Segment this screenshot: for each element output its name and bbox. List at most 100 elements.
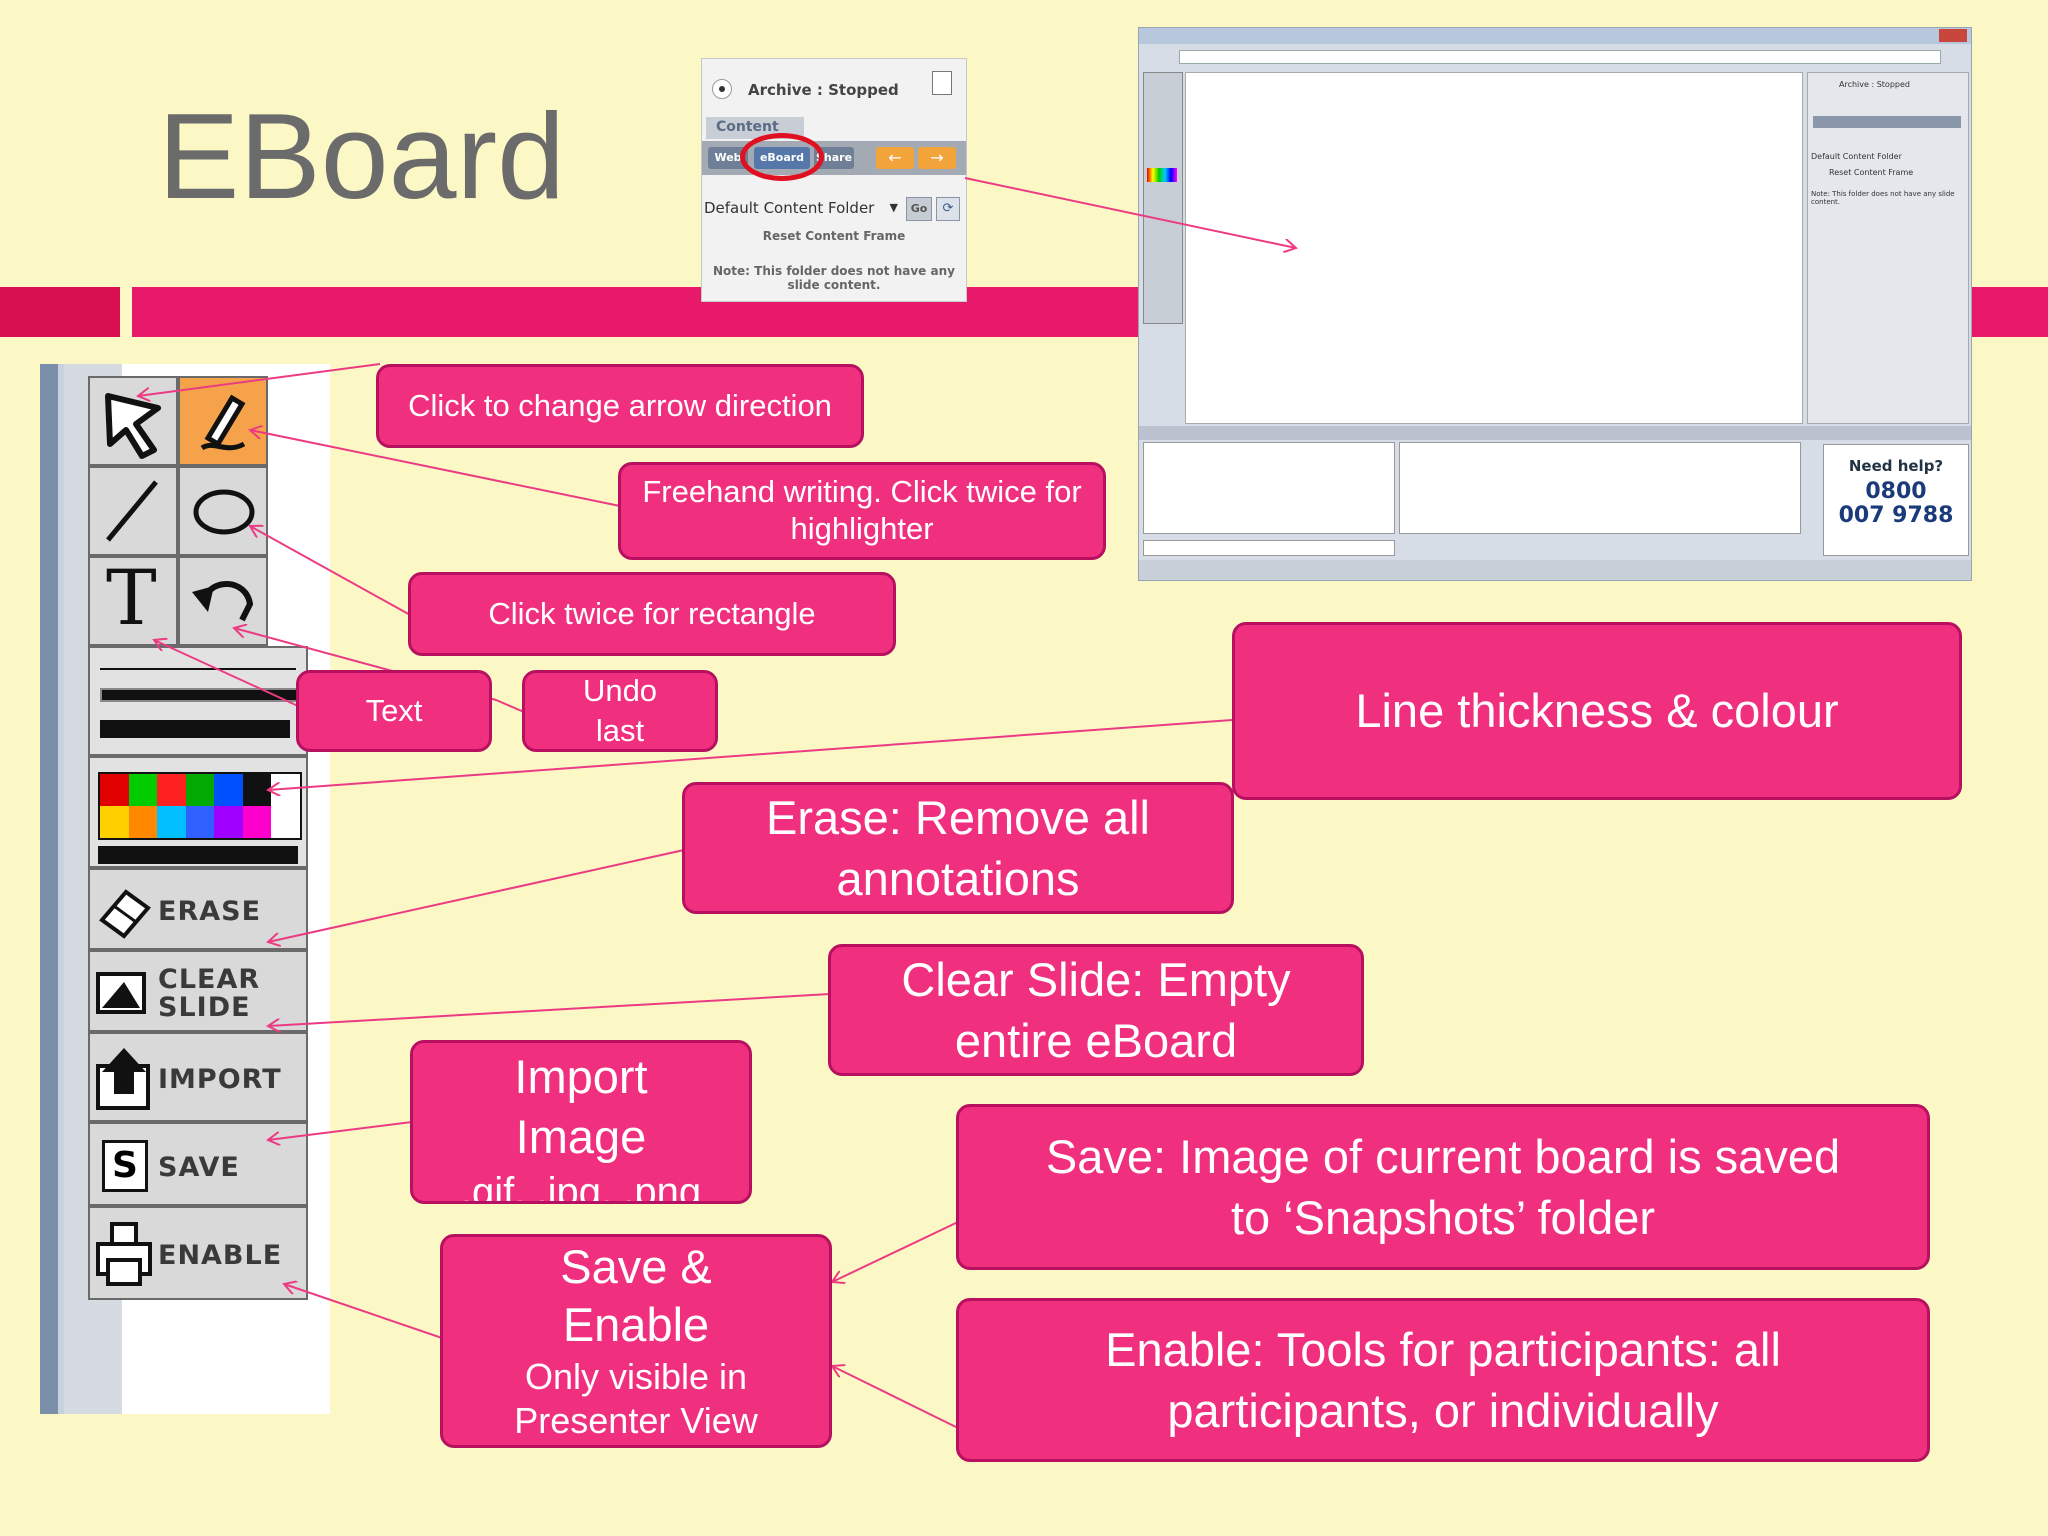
undo-tool-button[interactable] [178,556,268,646]
next-arrow-button[interactable]: → [918,147,956,169]
save-label: SAVE [158,1152,240,1183]
save-icon: S [102,1140,148,1192]
classroom-window-screenshot: Archive : Stopped Default Content Folder… [1138,27,1972,581]
line-tool-button[interactable] [88,466,178,556]
folder-note: Note: This folder does not have any slid… [713,264,955,292]
window-statusbar [1139,560,1971,580]
callout-enable-line2: participants, or individually [1167,1384,1719,1437]
callout-enable-line1: Enable: Tools for participants: all [1105,1322,1781,1376]
import-button[interactable]: IMPORT [88,1032,308,1122]
arrow-callout-save-enable [284,1284,443,1339]
line-thickness-icon [100,668,300,748]
clear-label-2: SLIDE [158,992,251,1023]
text-icon: T [106,553,157,642]
callout-freehand-text: Freehand writing. Click twice for highli… [642,474,1082,546]
page-icon[interactable] [932,71,952,95]
import-icon [96,1048,150,1110]
callout-line-text: Line thickness & colour [1355,684,1839,738]
callout-save-line1: Save: Image of current board is saved [1045,1129,1841,1183]
color-palette-icon [98,772,302,840]
arrow-save-to-save-enable [832,1221,959,1282]
share-button[interactable]: Share [814,147,854,169]
arrow-callout-text [154,640,299,707]
callout-save-enable-line2: Enable [562,1298,710,1352]
color-palette-selector[interactable] [88,756,308,868]
folder-select[interactable]: Default Content Folder ▼ [704,197,900,219]
arrow-callout-line [268,719,1233,790]
archive-status: Archive : Stopped [748,81,899,99]
side-reset-link[interactable]: Reset Content Frame [1829,168,1914,177]
arrow-eboard-to-window [964,177,1296,248]
archive-panel: Archive : Stopped Content Web eBoard Sha… [701,58,967,302]
side-tab-buttons [1813,116,1961,128]
arrow-tool-button[interactable] [88,376,178,466]
arrow-callout-arrow [138,363,381,396]
callout-clear-slide: Clear Slide: Empty entire eBoard [828,944,1364,1076]
chevron-down-icon: ▼ [889,201,898,214]
import-label: IMPORT [158,1064,282,1095]
chat-input[interactable] [1143,540,1395,556]
callout-save-enable: Save & Enable Only visible in Presenter … [440,1234,832,1448]
reset-content-link[interactable]: Reset Content Frame [762,229,906,243]
slide-title: EBoard [158,88,565,224]
pencil-tool-button[interactable] [178,376,268,466]
callout-freehand: Freehand writing. Click twice for highli… [618,462,1106,560]
arrow-callout-freehand [250,430,621,507]
callout-undo-line2: last [595,713,645,748]
eboard-toolbar: T ERASE CLEAR SLIDE IMPORT S SAVE [40,364,330,1414]
go-button[interactable]: Go [906,197,932,221]
address-bar[interactable] [1179,50,1941,64]
eraser-icon [99,889,151,939]
toolbar-rail-inner [58,364,64,1414]
window-close-icon[interactable] [1939,29,1967,42]
help-box[interactable]: Need help? 0800 007 9788 [1823,444,1969,556]
web-button[interactable]: Web [708,147,748,169]
callout-import-line1: Import [514,1050,648,1103]
pencil-icon [200,394,246,451]
header-bar-left [0,287,120,337]
arrow-callout-erase [268,849,685,942]
callout-text: Text [296,670,492,752]
callout-import: Import Image .gif, .jpg, .png [410,1040,752,1204]
arrow-callout-import [268,1121,413,1140]
callout-undo-line1: Undo [582,672,658,708]
participants-panel [1399,442,1801,534]
callout-save-enable-line3: Only visible in [524,1355,748,1397]
toolbar-rail [40,364,58,1414]
help-phone-1: 0800 [1865,479,1927,504]
side-folder-select[interactable]: Default Content Folder [1811,152,1902,161]
arrow-callout-rectangle [250,526,413,617]
chat-panel [1143,442,1395,534]
erase-label: ERASE [158,896,262,927]
folder-select-value: Default Content Folder [704,199,875,217]
side-panel [1807,72,1969,424]
mini-toolbar [1143,72,1183,324]
callout-save-enable-line4: Presenter View [514,1400,758,1442]
save-button[interactable]: S SAVE [88,1122,308,1206]
help-phone-2: 007 9788 [1838,503,1954,528]
enable-label: ENABLE [158,1240,283,1271]
arrow-enable-to-save-enable [832,1366,959,1429]
prev-arrow-button[interactable]: ← [876,147,914,169]
side-note: Note: This folder does not have any slid… [1811,190,1955,207]
refresh-icon[interactable]: ⟳ [936,197,960,221]
side-archive-status: Archive : Stopped [1839,80,1910,89]
callout-save-line2: to ‘Snapshots’ folder [1230,1191,1656,1244]
callout-text-label: Text [365,692,423,728]
enable-button[interactable]: ENABLE [88,1206,308,1300]
callout-rectangle-text: Click twice for rectangle [488,595,816,631]
undo-icon [192,581,254,622]
callout-erase: Erase: Remove all annotations [682,782,1234,914]
callout-import-line3: .gif, .jpg, .png [460,1170,702,1204]
eboard-highlight-circle [740,133,824,181]
text-tool-button[interactable]: T [88,556,178,646]
callout-enable: Enable: Tools for participants: all part… [956,1298,1930,1462]
line-thickness-selector[interactable] [88,646,308,756]
callout-import-line2: Image [515,1110,647,1164]
ellipse-tool-button[interactable] [178,466,268,556]
help-title: Need help? [1848,457,1944,475]
mini-color-palette [1147,168,1177,182]
callout-save-enable-line1: Save & [560,1240,712,1294]
callout-arrow-direction: Click to change arrow direction [376,364,864,448]
